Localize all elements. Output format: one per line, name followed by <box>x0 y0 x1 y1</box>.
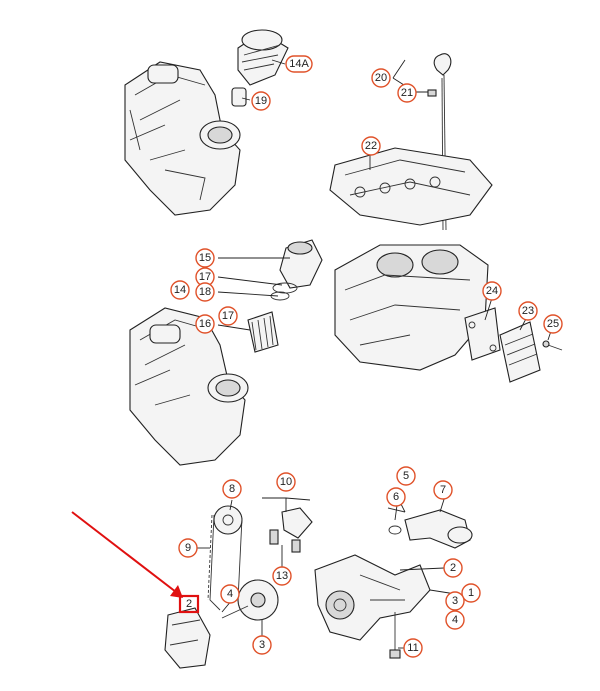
callout-17-lower: 17 <box>218 306 238 326</box>
chain-guide-2 <box>164 607 211 669</box>
callout-14: 14 <box>170 280 190 300</box>
callout-1-label: 1 <box>468 587 474 599</box>
callout-13: 13 <box>272 566 292 586</box>
engine-block <box>334 244 489 371</box>
callout-3-right-label: 3 <box>452 595 458 607</box>
callout-7: 7 <box>433 480 453 500</box>
callout-23: 23 <box>518 301 538 321</box>
callout-3-lower-label: 3 <box>259 639 265 651</box>
oil-cooler-23 <box>499 321 541 383</box>
callout-25-label: 25 <box>547 318 559 330</box>
callout-2-highlighted-label: 2 <box>186 598 192 610</box>
callout-4-left-label: 4 <box>227 588 233 600</box>
callout-17-upper-label: 17 <box>199 271 211 283</box>
callout-4-right: 4 <box>445 610 465 630</box>
callout-8: 8 <box>222 479 242 499</box>
oil-filter-housing-middle <box>129 307 249 466</box>
oil-cooler-gasket-24 <box>464 307 501 361</box>
callout-21-label: 21 <box>401 87 413 99</box>
chain-sprocket-8 <box>213 505 243 535</box>
bolt-11 <box>389 612 401 659</box>
cylinder-head-cover <box>329 147 493 226</box>
callout-16-label: 16 <box>199 318 211 330</box>
oil-filter-housing-top <box>124 61 241 216</box>
callout-2-right: 2 <box>443 558 463 578</box>
callout-2-right-label: 2 <box>450 562 456 574</box>
callout-16: 16 <box>195 314 215 334</box>
callout-22: 22 <box>361 136 381 156</box>
gasket-6 <box>388 525 402 535</box>
oil-suction-pipe-7 <box>404 509 473 549</box>
callout-10: 10 <box>276 472 296 492</box>
callout-24-label: 24 <box>486 285 498 297</box>
callout-1: 1 <box>461 583 481 603</box>
callout-25: 25 <box>543 314 563 334</box>
callout-3-right: 3 <box>445 591 465 611</box>
callout-8-label: 8 <box>229 483 235 495</box>
oil-pump-1 <box>314 554 431 641</box>
callout-11: 11 <box>403 638 423 658</box>
callout-4-right-label: 4 <box>452 614 458 626</box>
callout-19: 19 <box>251 91 271 111</box>
callout-13-label: 13 <box>276 570 288 582</box>
callout-11-label: 11 <box>407 642 418 654</box>
callout-14a-label: 14A <box>289 58 309 70</box>
callout-21: 21 <box>397 83 417 103</box>
drive-chain-9 <box>207 514 243 611</box>
callout-15-label: 15 <box>199 252 211 264</box>
callout-18: 18 <box>195 282 215 302</box>
callout-20-label: 20 <box>375 72 387 84</box>
filter-housing-cap-15 <box>279 239 323 289</box>
chain-tensioner-10 <box>269 507 313 553</box>
callout-18-label: 18 <box>199 286 211 298</box>
callout-6: 6 <box>386 487 406 507</box>
callout-20: 20 <box>371 68 391 88</box>
callout-5-label: 5 <box>403 470 409 482</box>
filter-element-16 <box>247 311 279 353</box>
o-ring-17-18 <box>270 282 298 301</box>
callout-22-label: 22 <box>365 140 377 152</box>
callout-17-lower-label: 17 <box>222 310 234 322</box>
bolt-4 <box>221 605 249 619</box>
callout-15: 15 <box>195 248 215 268</box>
callout-4-left: 4 <box>220 584 240 604</box>
callout-10-label: 10 <box>280 476 292 488</box>
callout-5: 5 <box>396 466 416 486</box>
callout-19-label: 19 <box>255 95 267 107</box>
callout-6-label: 6 <box>393 491 399 503</box>
callout-7-label: 7 <box>440 484 446 496</box>
callout-9: 9 <box>178 538 198 558</box>
bolt-25 <box>542 340 563 351</box>
oil-filter-cartridge-14a <box>237 29 289 86</box>
callout-14-label: 14 <box>174 284 186 296</box>
filter-cap-19 <box>231 87 247 107</box>
callout-2-highlighted: 2 <box>178 594 200 614</box>
oil-pump-sprocket-3 <box>237 579 279 621</box>
callout-9-label: 9 <box>185 542 191 554</box>
callout-3-lower: 3 <box>252 635 272 655</box>
callout-23-label: 23 <box>522 305 534 317</box>
callout-24: 24 <box>482 281 502 301</box>
red-pointer-arrow <box>71 511 183 598</box>
callout-14a: 14A <box>285 55 313 73</box>
